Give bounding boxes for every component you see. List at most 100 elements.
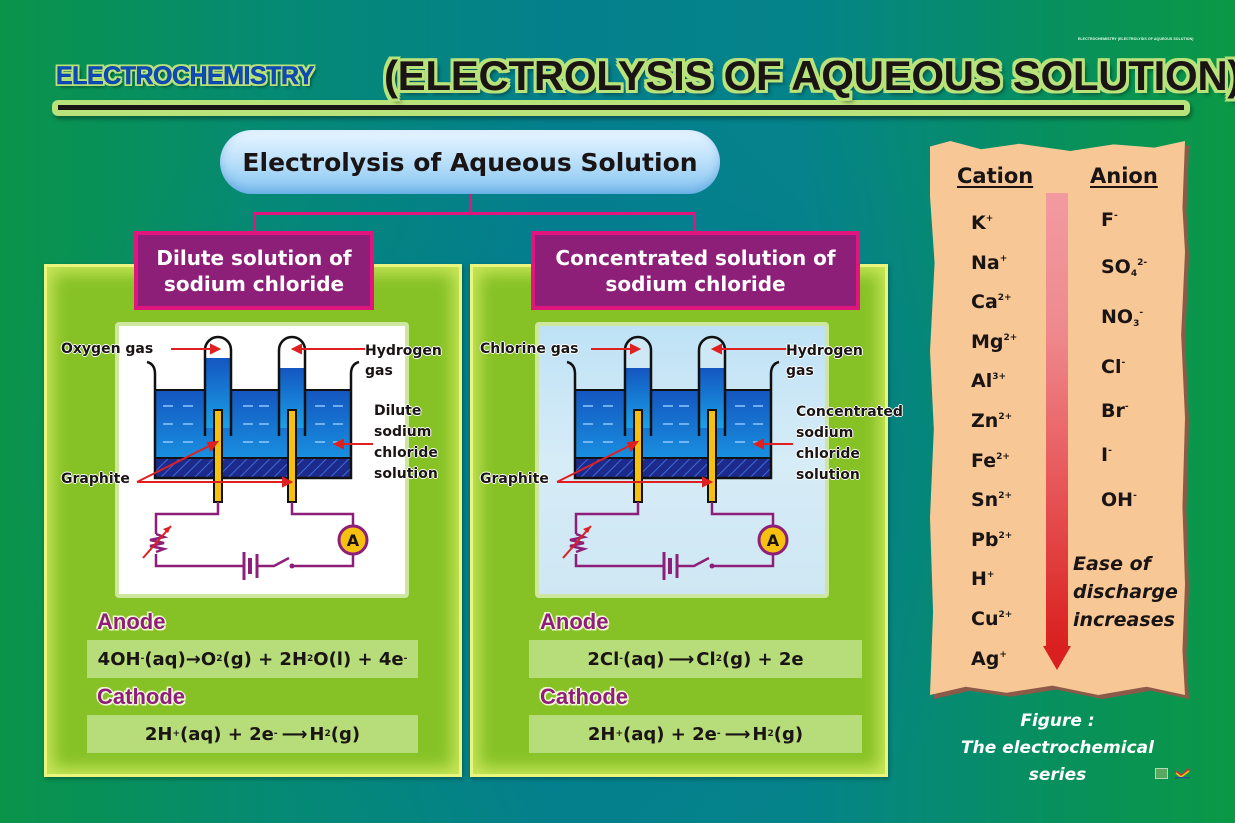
ion-charge: + (999, 649, 1007, 660)
label-solution-line1: Dilute (374, 403, 422, 419)
eq-part: (g) + 2H (222, 648, 308, 670)
eq-part: (aq) + 2e (180, 723, 274, 745)
ion-symbol: SO (1101, 256, 1131, 278)
label-solution-line4: solution (374, 466, 438, 482)
cation-item: Mg2+ (971, 331, 1017, 353)
ion-charge: - (1124, 402, 1129, 412)
ion-charge: 2+ (998, 530, 1013, 541)
electrolysis-cell-icon: A (136, 335, 373, 580)
ion-charge: + (985, 214, 994, 224)
subtitle-concentrated: Concentrated solution of sodium chloride (531, 231, 860, 310)
ion-symbol: Ag (971, 647, 1000, 670)
ion-symbol: Cl (1101, 356, 1122, 378)
eq-sub: 2 (715, 654, 722, 664)
ion-charge: - (1139, 308, 1144, 318)
eq-part: O(l) + 4e (313, 648, 404, 670)
figure-caption: Figure : The electrochemical series (930, 708, 1185, 789)
root-node: Electrolysis of Aqueous Solution (220, 130, 720, 194)
trend-line: discharge (1073, 581, 1178, 603)
label-hydrogen-gas-line1: Hydrogen (365, 343, 442, 359)
eq-part: H (309, 723, 325, 745)
label-graphite: Graphite (61, 471, 130, 487)
cation-item: Al3+ (971, 370, 1006, 392)
eq-sup: + (615, 729, 624, 739)
label-solution-line2: sodium (374, 424, 432, 440)
label-graphite: Graphite (480, 471, 549, 487)
ion-symbol: K (971, 212, 986, 234)
root-label: Electrolysis of Aqueous Solution (242, 147, 698, 177)
eq-part: (g) + 2e (721, 648, 804, 670)
discharge-trend-arrow-icon (1046, 193, 1068, 648)
ion-subscript: 4 (1130, 269, 1138, 279)
label-solution-line2: sodium (796, 425, 854, 441)
label-hydrogen-gas-line1: Hydrogen (786, 343, 863, 359)
title-subtopic: (ELECTROLYSIS OF AQUEOUS SOLUTION) (384, 52, 1235, 99)
title-topic: ELECTROCHEMISTRY (56, 62, 315, 91)
reaction-arrow-icon: ⟶ (668, 648, 694, 670)
label-hydrogen-gas-line2: gas (365, 363, 393, 379)
eq-sub: 2 (216, 654, 223, 664)
eq-part: 4OH (97, 648, 141, 670)
subtitle-dilute: Dilute solution of sodium chloride (134, 231, 374, 310)
eq-sup: - (403, 654, 408, 664)
eq-part: (aq) (623, 648, 665, 670)
ion-charge: 2+ (998, 610, 1013, 620)
eq-part: 2H (144, 723, 173, 745)
ion-charge: 2+ (998, 491, 1013, 502)
ion-symbol: Cu (971, 608, 999, 630)
ion-symbol: OH (1101, 489, 1134, 511)
cathode-heading-concentrated: Cathode (540, 684, 628, 709)
cation-item: H+ (971, 568, 994, 590)
connector-right (693, 212, 696, 234)
eq-sup: + (172, 729, 181, 739)
eq-sub: 2 (767, 729, 774, 739)
cation-item: Sn2+ (971, 489, 1012, 511)
anion-item: OH- (1101, 489, 1137, 512)
anion-item: Cl- (1101, 356, 1125, 379)
ion-charge: - (1108, 446, 1112, 456)
cation-header: Cation (957, 164, 1034, 188)
anion-item: NO3- (1101, 306, 1143, 329)
ion-symbol: Br (1101, 400, 1125, 422)
ion-charge: 2+ (996, 451, 1010, 462)
label-oxygen-gas: Oxygen gas (61, 341, 154, 357)
anion-item: F- (1101, 209, 1118, 232)
label-chlorine-gas: Chlorine gas (480, 341, 579, 357)
ion-symbol: Sn (971, 489, 999, 512)
cathode-heading-dilute: Cathode (97, 684, 185, 709)
ion-charge: + (986, 570, 995, 581)
header-credit: ELECTROCHEMISTRY (ELECTROLYSIS OF AQUEOU… (1078, 37, 1194, 41)
anode-heading-concentrated: Anode (540, 609, 609, 634)
cation-item: Cu2+ (971, 608, 1012, 630)
ion-symbol: Na (971, 251, 1000, 274)
connector-left (253, 212, 256, 234)
ion-charge: + (999, 253, 1008, 264)
ion-symbol: I (1101, 444, 1109, 466)
ion-charge: 3+ (992, 372, 1007, 383)
eq-part: O (200, 648, 217, 670)
ion-symbol: Mg (971, 330, 1004, 353)
page-title: ELECTROCHEMISTRY (ELECTROLYSIS OF AQUEOU… (50, 52, 1235, 106)
apparatus-diagram-concentrated: A (535, 322, 829, 598)
label-solution-line4: solution (796, 467, 860, 483)
eq-sup: - (273, 729, 278, 739)
ion-charge: 2+ (1003, 332, 1018, 343)
eq-part: Cl (696, 648, 716, 670)
eq-sub: 2 (324, 729, 331, 739)
eq-sup: - (140, 654, 145, 664)
eq-part: (g) (773, 723, 804, 745)
anion-item: I- (1101, 444, 1112, 467)
eq-part: 2Cl (587, 648, 620, 670)
ion-subscript: 3 (1133, 319, 1140, 329)
ion-charge: - (1113, 211, 1118, 221)
subtitle-line2: sodium chloride (605, 271, 786, 296)
publisher-logos (1155, 768, 1191, 779)
reaction-arrow-icon: ⟶ (281, 723, 308, 745)
subtitle-line1: Concentrated solution of (555, 245, 836, 270)
svg-text:A: A (347, 531, 360, 550)
title-underline (52, 100, 1190, 116)
trend-label: Ease of discharge increases (1073, 550, 1178, 634)
